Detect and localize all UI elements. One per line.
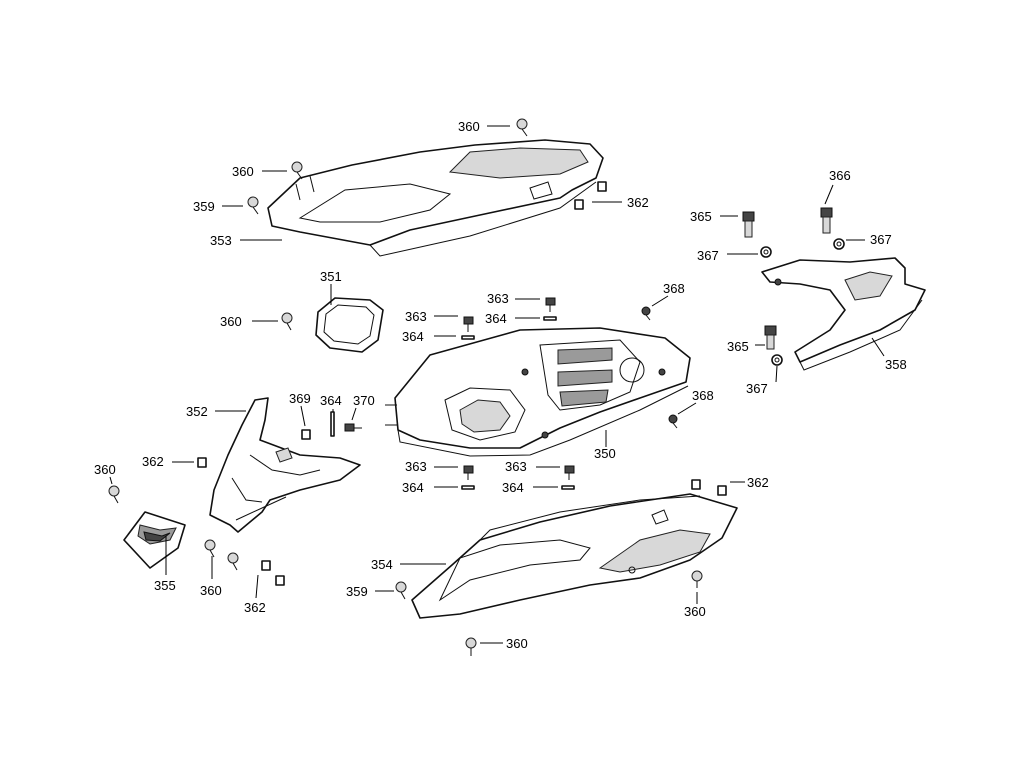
callout-355: 355 — [154, 578, 176, 593]
washer-icon — [833, 238, 845, 250]
clip-nut-icon — [691, 479, 727, 496]
screw-icon — [291, 161, 303, 180]
callout-360: 360 — [200, 583, 222, 598]
callout-360: 360 — [220, 314, 242, 329]
callout-369: 369 — [289, 391, 311, 406]
callout-363: 363 — [505, 459, 527, 474]
part-351-light-frame — [315, 297, 384, 353]
callout-363: 363 — [405, 309, 427, 324]
callout-359: 359 — [346, 584, 368, 599]
leader-lines — [109, 125, 885, 644]
callout-352: 352 — [186, 404, 208, 419]
callout-364: 364 — [402, 329, 424, 344]
callout-354: 354 — [371, 557, 393, 572]
callout-360: 360 — [94, 462, 116, 477]
callout-370: 370 — [353, 393, 375, 408]
callout-366: 366 — [829, 168, 851, 183]
callout-359: 359 — [193, 199, 215, 214]
callout-367: 367 — [870, 232, 892, 247]
callout-360: 360 — [506, 636, 528, 651]
callout-367: 367 — [746, 381, 768, 396]
callout-363: 363 — [487, 291, 509, 306]
screw-icon — [691, 570, 703, 588]
callout-364: 364 — [502, 480, 524, 495]
clip-nut-icon — [261, 560, 285, 586]
bolt-icon — [742, 211, 755, 238]
callout-labels: 360 360 359 353 362 366 365 367 367 351 … — [94, 119, 907, 651]
bolt-icon — [344, 423, 362, 432]
pin-icon — [330, 411, 335, 437]
bolt-icon — [820, 207, 833, 234]
part-358-grab-rail — [761, 257, 926, 371]
screw-icon — [465, 637, 477, 656]
callout-364: 364 — [320, 393, 342, 408]
part-355-emblem — [123, 511, 186, 569]
callout-362: 362 — [747, 475, 769, 490]
callout-360: 360 — [232, 164, 254, 179]
part-353-upper-cover — [267, 139, 604, 257]
callout-368: 368 — [663, 281, 685, 296]
screw-icon — [641, 306, 651, 321]
callout-364: 364 — [485, 311, 507, 326]
bolt-icon — [764, 325, 777, 350]
callout-360: 360 — [684, 604, 706, 619]
bolt-icon — [561, 465, 575, 490]
callout-365: 365 — [690, 209, 712, 224]
screw-icon — [395, 581, 407, 600]
part-354-side-cover — [411, 493, 738, 619]
screw-icon — [516, 118, 528, 137]
callout-351: 351 — [320, 269, 342, 284]
callout-360: 360 — [458, 119, 480, 134]
callout-362: 362 — [142, 454, 164, 469]
bolt-icon — [461, 316, 475, 340]
bolt-icon — [543, 297, 557, 321]
callout-350: 350 — [594, 446, 616, 461]
clip-nut-icon — [301, 429, 311, 440]
callout-367: 367 — [697, 248, 719, 263]
washer-icon — [760, 246, 772, 258]
bolt-icon — [461, 465, 475, 490]
callout-368: 368 — [692, 388, 714, 403]
callout-362: 362 — [244, 600, 266, 615]
part-352-front-cover — [209, 397, 361, 533]
callout-353: 353 — [210, 233, 232, 248]
screw-icon — [281, 312, 293, 331]
screw-icon — [108, 485, 120, 504]
part-350-inner-frame — [385, 327, 691, 457]
callout-365: 365 — [727, 339, 749, 354]
clip-nut-icon — [574, 181, 607, 210]
screw-icon — [247, 196, 259, 215]
screw-icon — [668, 414, 678, 429]
callout-358: 358 — [885, 357, 907, 372]
washer-icon — [771, 354, 783, 366]
screw-icon — [227, 552, 239, 571]
callout-362: 362 — [627, 195, 649, 210]
clip-nut-icon — [197, 457, 207, 468]
screw-icon — [204, 539, 216, 558]
callout-364: 364 — [402, 480, 424, 495]
callout-363: 363 — [405, 459, 427, 474]
